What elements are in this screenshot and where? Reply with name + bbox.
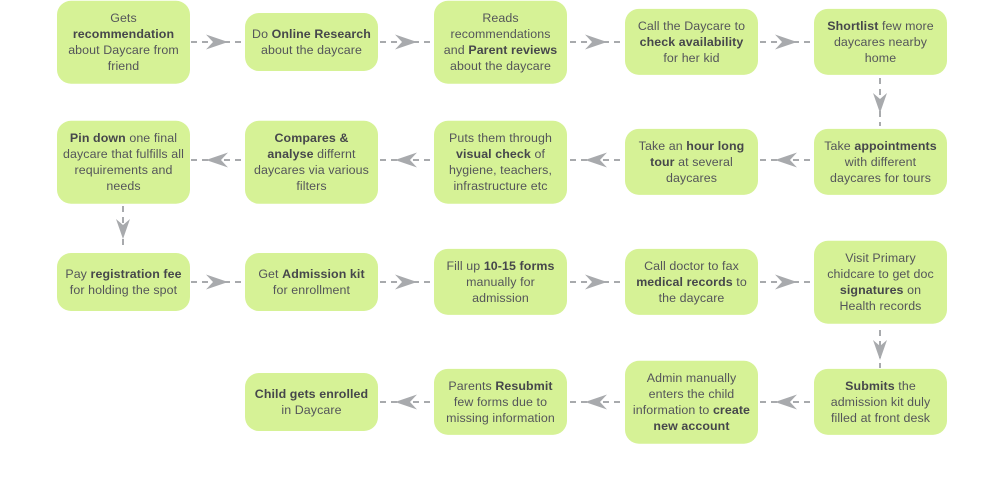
flow-step-text: Compares & analyse differnt daycares via…: [254, 130, 369, 194]
arrow-down-icon: [114, 206, 132, 250]
flow-step: Child gets enrolled in Daycare: [245, 373, 378, 431]
flow-step: Admin manually enters the child informat…: [625, 360, 758, 444]
flow-step: Visit Primary chidcare to get doc signat…: [814, 240, 947, 324]
flow-step-text: Call doctor to fax medical records to th…: [636, 258, 747, 306]
flow-step-text: Get Admission kit for enrollment: [258, 266, 365, 297]
arrow-right-icon: [760, 273, 812, 291]
arrow-left-icon: [380, 393, 432, 411]
flow-step: Do Online Research about the daycare: [245, 13, 378, 71]
flow-step-text: Pay registration fee for holding the spo…: [65, 266, 182, 297]
flow-step-text: Submits the admission kit duly filled at…: [830, 378, 931, 426]
arrow-right-icon: [570, 33, 622, 51]
arrow-left-icon: [380, 151, 432, 169]
flow-step: Call doctor to fax medical records to th…: [625, 248, 758, 316]
flow-step: Compares & analyse differnt daycares via…: [245, 120, 378, 204]
arrow-right-icon: [191, 273, 243, 291]
flow-step-text: Pin down one final daycare that fulfills…: [63, 130, 184, 194]
arrow-right-icon: [380, 33, 432, 51]
arrow-down-icon: [871, 78, 889, 126]
flow-step-text: Parents Resubmit few forms due to missin…: [446, 378, 555, 426]
arrow-down-icon: [871, 330, 889, 368]
flow-step: Get Admission kit for enrollment: [245, 253, 378, 311]
arrow-right-icon: [380, 273, 432, 291]
arrow-left-icon: [570, 393, 622, 411]
arrow-right-icon: [191, 33, 243, 51]
flow-step-text: Take an hour long tour at several daycar…: [638, 138, 745, 186]
arrow-left-icon: [760, 393, 812, 411]
flow-step: Shortlist few more daycares nearby home: [814, 8, 947, 76]
flow-step: Gets recommendation about Daycare from f…: [57, 0, 190, 84]
arrow-left-icon: [191, 151, 243, 169]
flow-step-text: Take appointments with different daycare…: [824, 138, 937, 186]
flow-step-text: Shortlist few more daycares nearby home: [827, 18, 934, 66]
flow-step: Reads recommendations and Parent reviews…: [434, 0, 567, 84]
flow-step-text: Gets recommendation about Daycare from f…: [68, 10, 179, 74]
flow-step-text: Child gets enrolled in Daycare: [254, 386, 369, 417]
flow-step-text: Call the Daycare to check availability f…: [637, 18, 746, 66]
flow-step-text: Visit Primary chidcare to get doc signat…: [827, 250, 934, 314]
flow-step-text: Do Online Research about the daycare: [252, 26, 371, 57]
flow-step: Puts them through visual check of hygien…: [434, 120, 567, 204]
arrow-left-icon: [570, 151, 622, 169]
flow-step-text: Puts them through visual check of hygien…: [448, 130, 553, 194]
arrow-right-icon: [760, 33, 812, 51]
flow-step: Call the Daycare to check availability f…: [625, 8, 758, 76]
flow-step-text: Reads recommendations and Parent reviews…: [443, 10, 558, 74]
arrow-left-icon: [760, 151, 812, 169]
flow-step: Pay registration fee for holding the spo…: [57, 253, 190, 311]
arrow-right-icon: [570, 273, 622, 291]
flow-step: Parents Resubmit few forms due to missin…: [434, 368, 567, 436]
flow-step-text: Admin manually enters the child informat…: [632, 370, 751, 434]
flow-step: Fill up 10-15 forms manually for admissi…: [434, 248, 567, 316]
flow-step: Pin down one final daycare that fulfills…: [57, 120, 190, 204]
flow-step-text: Fill up 10-15 forms manually for admissi…: [446, 258, 555, 306]
flow-step: Take appointments with different daycare…: [814, 128, 947, 196]
flow-step: Take an hour long tour at several daycar…: [625, 128, 758, 196]
flow-step: Submits the admission kit duly filled at…: [814, 368, 947, 436]
